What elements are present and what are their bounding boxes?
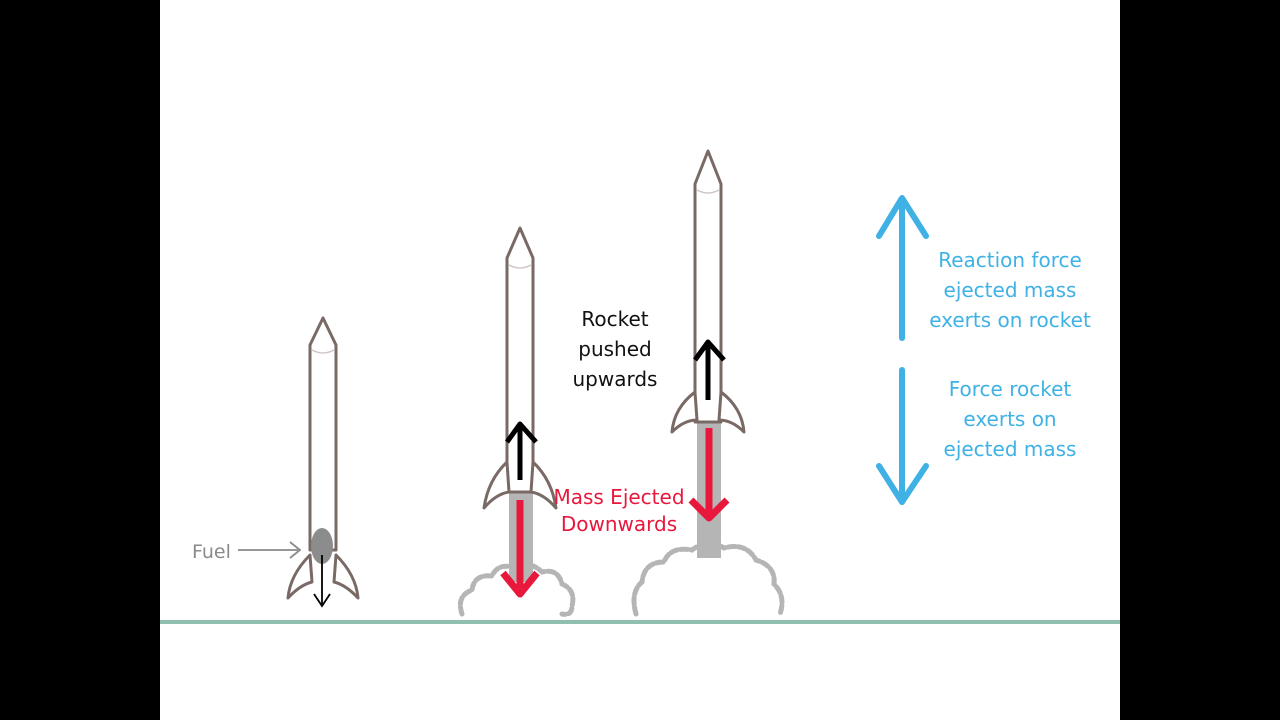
- force-on-mass-arrow: [876, 367, 929, 505]
- reaction-force-line-3: exerts on rocket: [929, 308, 1091, 332]
- force-rocket-line-1: Force rocket: [948, 377, 1072, 401]
- mass-ejected-line-2: Downwards: [560, 512, 678, 536]
- fuel-label: Fuel: [192, 540, 231, 566]
- rocket-diagram: [160, 149, 1120, 624]
- fuel-label-text: Fuel: [192, 541, 231, 563]
- rocket-pushed-label: Rocket pushed upwards: [555, 304, 675, 394]
- force-rocket-label: Force rocket exerts on ejected mass: [932, 374, 1088, 464]
- rocket-pushed-line-2: pushed: [578, 337, 652, 361]
- reaction-force-label: Reaction force ejected mass exerts on ro…: [922, 245, 1098, 335]
- mass-ejected-label: Mass Ejected Downwards: [552, 484, 686, 538]
- fuel-pointer-arrow: [238, 541, 302, 559]
- rocket-liftoff: [457, 226, 576, 617]
- mass-ejected-line-1: Mass Ejected: [553, 485, 685, 509]
- force-rocket-line-2: exerts on: [963, 407, 1057, 431]
- reaction-force-arrow: [876, 195, 929, 341]
- fuel-blob: [311, 528, 333, 564]
- rocket-pushed-line-1: Rocket: [581, 307, 649, 331]
- rocket-on-pad: [286, 316, 360, 608]
- reaction-force-line-1: Reaction force: [938, 248, 1082, 272]
- rocket-inflight: [631, 149, 785, 617]
- reaction-force-line-2: ejected mass: [943, 278, 1077, 302]
- force-rocket-line-3: ejected mass: [943, 437, 1077, 461]
- diagram-frame: Fuel Rocket pushed upwards Mass Ejected …: [160, 0, 1120, 720]
- rocket-pushed-line-3: upwards: [572, 367, 658, 391]
